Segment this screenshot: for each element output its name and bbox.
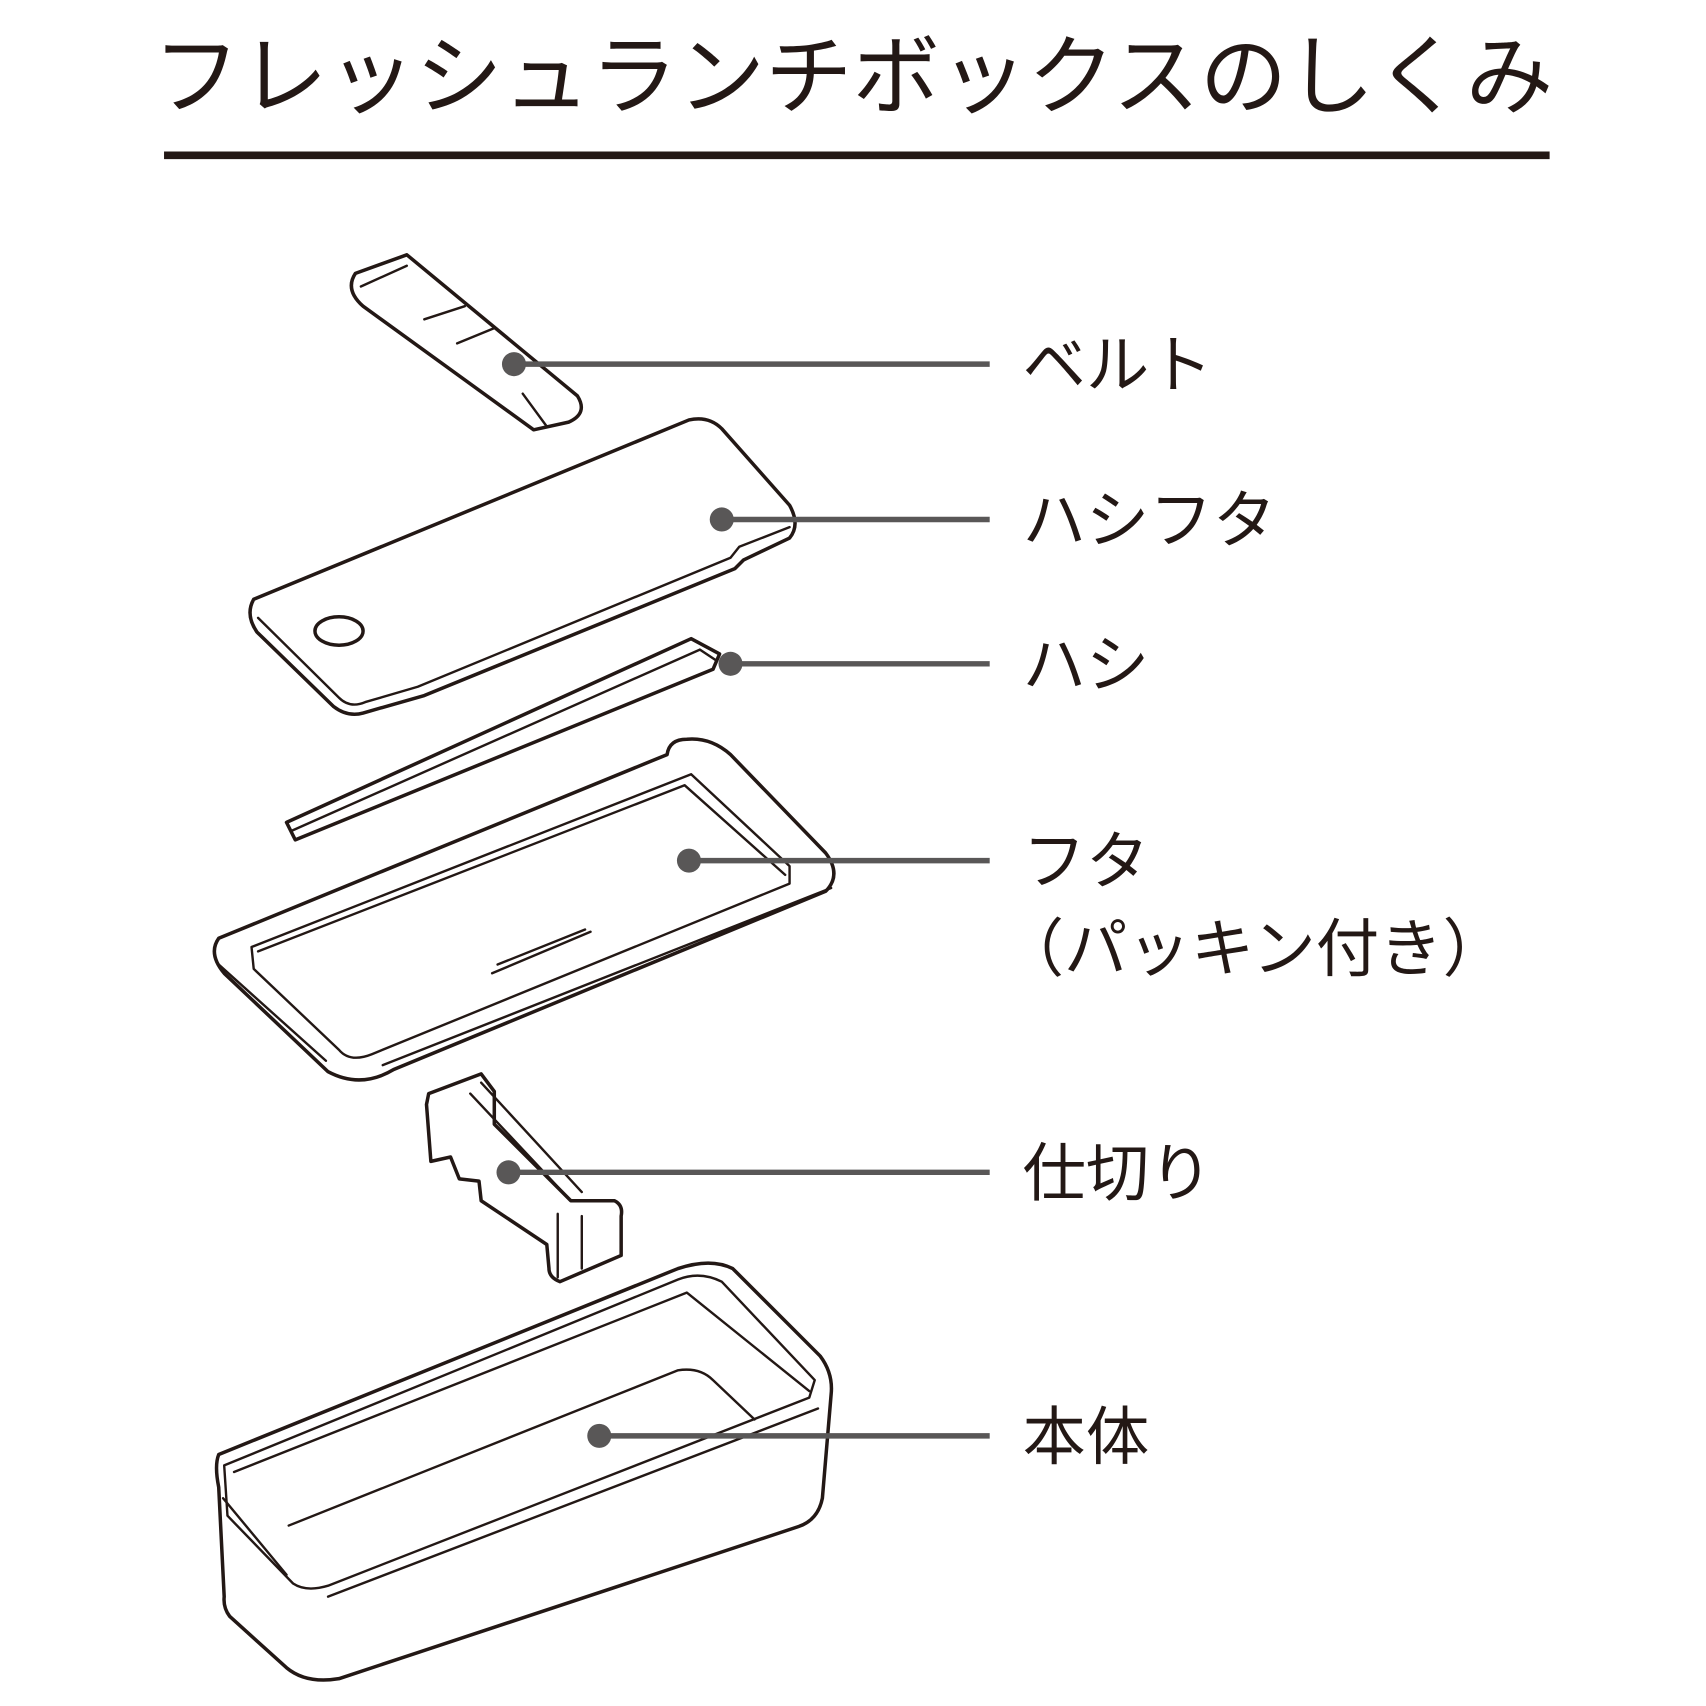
diagram-title: フレッシュランチボックスのしくみ xyxy=(153,26,1553,128)
main-body-illustration xyxy=(214,1261,834,1682)
lid-illustration xyxy=(212,737,836,1082)
label-divider: 仕切り xyxy=(1023,1136,1213,1210)
callout-lid: フタ （パッキン付き） xyxy=(676,825,1506,986)
label-main-body: 本体 xyxy=(1023,1400,1150,1474)
label-lid-sub: （パッキン付き） xyxy=(1001,912,1506,986)
callout-main-body: 本体 xyxy=(587,1400,1149,1474)
callout-chopsticks: ハシ xyxy=(718,628,1149,702)
label-chopstick-lid: ハシフタ xyxy=(1023,483,1277,557)
chopstick-lid-illustration xyxy=(248,417,797,716)
label-chopsticks: ハシ xyxy=(1023,628,1150,702)
callout-divider: 仕切り xyxy=(496,1136,1213,1210)
belt-illustration xyxy=(349,253,584,432)
chopsticks-illustration xyxy=(284,636,722,842)
callout-chopstick-lid: ハシフタ xyxy=(709,483,1277,557)
label-belt: ベルト xyxy=(1023,328,1213,402)
divider-illustration xyxy=(424,1072,624,1284)
label-lid: フタ xyxy=(1023,825,1150,899)
callout-belt: ベルト xyxy=(501,328,1213,402)
